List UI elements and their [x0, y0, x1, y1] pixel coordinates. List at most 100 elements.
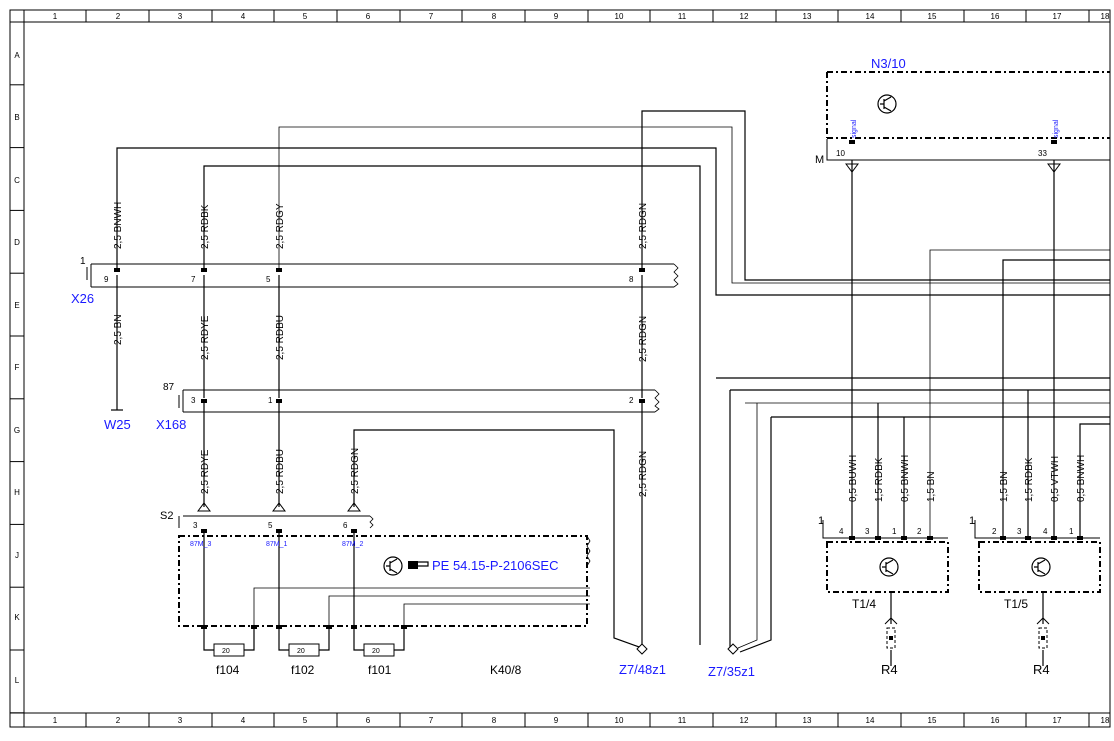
col-label: 4	[241, 716, 246, 725]
row-label: J	[15, 551, 19, 560]
t1-5-pin: 2	[992, 527, 997, 536]
col-label: 10	[615, 12, 624, 21]
s2-pin-marks	[201, 529, 357, 533]
wire-network	[111, 110, 1110, 666]
col-label: 14	[866, 12, 875, 21]
s2-connector: S2 3 5 6	[160, 502, 374, 533]
fuse-f104	[213, 643, 245, 657]
wire-t15-bn	[1002, 259, 1110, 538]
wire-label: 2,5 RDYE	[200, 449, 211, 494]
col-label: 11	[678, 716, 687, 725]
wire-label: 1,5 BN	[999, 471, 1010, 502]
k40-signal-87m3: 87M_3	[190, 541, 212, 548]
ground-w25-label: W25	[104, 417, 131, 432]
t1-4-pin-marks	[849, 536, 933, 540]
fuse-rating: 20	[297, 648, 305, 655]
t1-5-component: 1 2 3 4 1 T1/5 R4	[969, 515, 1101, 677]
t1-5-pin: 4	[1043, 527, 1048, 536]
col-label: 3	[178, 12, 183, 21]
col-label: 11	[678, 12, 687, 21]
pointing-hand-icon	[408, 561, 429, 569]
fuse-rating: 20	[222, 648, 230, 655]
col-label: 9	[554, 716, 559, 725]
col-label: 17	[1053, 716, 1062, 725]
col-label: 9	[554, 12, 559, 21]
wire-k40-f101-out	[403, 603, 590, 628]
wire-rdgn-s2	[353, 429, 643, 649]
t1-4-pin: 3	[865, 527, 870, 536]
n3-10-module: N3/10 M 10 33 signal signal	[815, 56, 1110, 173]
transistor-icon	[879, 557, 899, 577]
row-label: A	[14, 51, 20, 60]
connector-x26: 1 X26 9 7 5 8	[71, 256, 679, 306]
point-z735-label: Z7/35z1	[708, 664, 755, 679]
wire-rdgn-top	[641, 110, 1110, 281]
row-label: L	[15, 676, 20, 685]
row-label: E	[14, 301, 19, 310]
x26-label: X26	[71, 291, 94, 306]
k40-signal-87m2: 87M_2	[342, 541, 364, 548]
col-label: 12	[740, 716, 749, 725]
r4-label-left: R4	[881, 662, 898, 677]
wire-label: 2,5 RDGN	[638, 451, 649, 497]
t1-5-pin: 3	[1017, 527, 1022, 536]
sheet-frame	[9, 9, 1111, 728]
x26-pin-7: 7	[191, 275, 196, 284]
k40-signal-87m1: 87M_1	[266, 541, 288, 548]
wire-label: 2,5 RDYE	[200, 315, 211, 360]
s2-pin-5: 5	[268, 521, 273, 530]
fuse-f101	[363, 643, 395, 657]
x168-label: X168	[156, 417, 186, 432]
col-label: 1	[53, 716, 58, 725]
col-label: 4	[241, 12, 246, 21]
col-label: 5	[303, 716, 308, 725]
col-label: 18	[1101, 12, 1110, 21]
wire-label: 0,5 BNWH	[1076, 455, 1087, 502]
fuse-f102	[288, 643, 320, 657]
col-label: 14	[866, 716, 875, 725]
fuse-f104-legs	[203, 628, 255, 651]
fuse-rating: 20	[372, 648, 380, 655]
col-label: 1	[53, 12, 58, 21]
col-label: 6	[366, 716, 371, 725]
col-label: 8	[492, 12, 497, 21]
x168-pos: 87	[163, 382, 175, 393]
s2-pin-6: 6	[343, 521, 348, 530]
fuse-f101-label: f101	[368, 663, 392, 677]
reference-link[interactable]: PE 54.15-P-2106SEC	[432, 558, 558, 573]
wire-label: 2,5 RDGN	[350, 448, 361, 494]
wire-label: 2,5 BN	[113, 314, 124, 345]
col-label: 2	[116, 12, 121, 21]
r4-sensor-right	[1036, 617, 1050, 649]
s2-arrows	[197, 502, 361, 512]
t1-4-pin: 1	[892, 527, 897, 536]
solder-points: Z7/48z1 Z7/35z1	[619, 643, 755, 679]
x168-pin-2: 2	[629, 396, 634, 405]
row-label: B	[14, 113, 19, 122]
s2-label: S2	[160, 510, 173, 522]
column-ticks	[23, 10, 1090, 727]
k40-bottom-pins	[201, 625, 407, 629]
point-z748-label: Z7/48z1	[619, 662, 666, 677]
col-label: 15	[928, 12, 937, 21]
r4-sensor-left	[884, 617, 898, 649]
s2-pin-3: 3	[193, 521, 198, 530]
col-label: 3	[178, 716, 183, 725]
wire-label: 2,5 RDGN	[638, 316, 649, 362]
x26-pin-9: 9	[104, 275, 109, 284]
t1-4-pin: 2	[917, 527, 922, 536]
wire-label: 0,5 VTWH	[1050, 456, 1061, 502]
row-labels: A B C D E F G H J K L	[14, 51, 20, 685]
fuse-group: 20 20 20 f104 f102 f101	[213, 643, 395, 677]
wire-label: 2,5 RDBU	[275, 315, 286, 360]
col-label: 18	[1101, 716, 1110, 725]
wire-k40-f104-out	[253, 587, 590, 628]
x26-pin-5: 5	[266, 275, 271, 284]
wire-label: 2,5 RDBK	[200, 204, 211, 249]
fuse-f104-label: f104	[216, 663, 240, 677]
t1-5-pin: 1	[1069, 527, 1074, 536]
wire-rdbk	[203, 165, 701, 645]
point-z735-icon	[727, 643, 739, 655]
wire-label: 1,5 RDBK	[874, 457, 885, 502]
col-label: 16	[991, 12, 1000, 21]
